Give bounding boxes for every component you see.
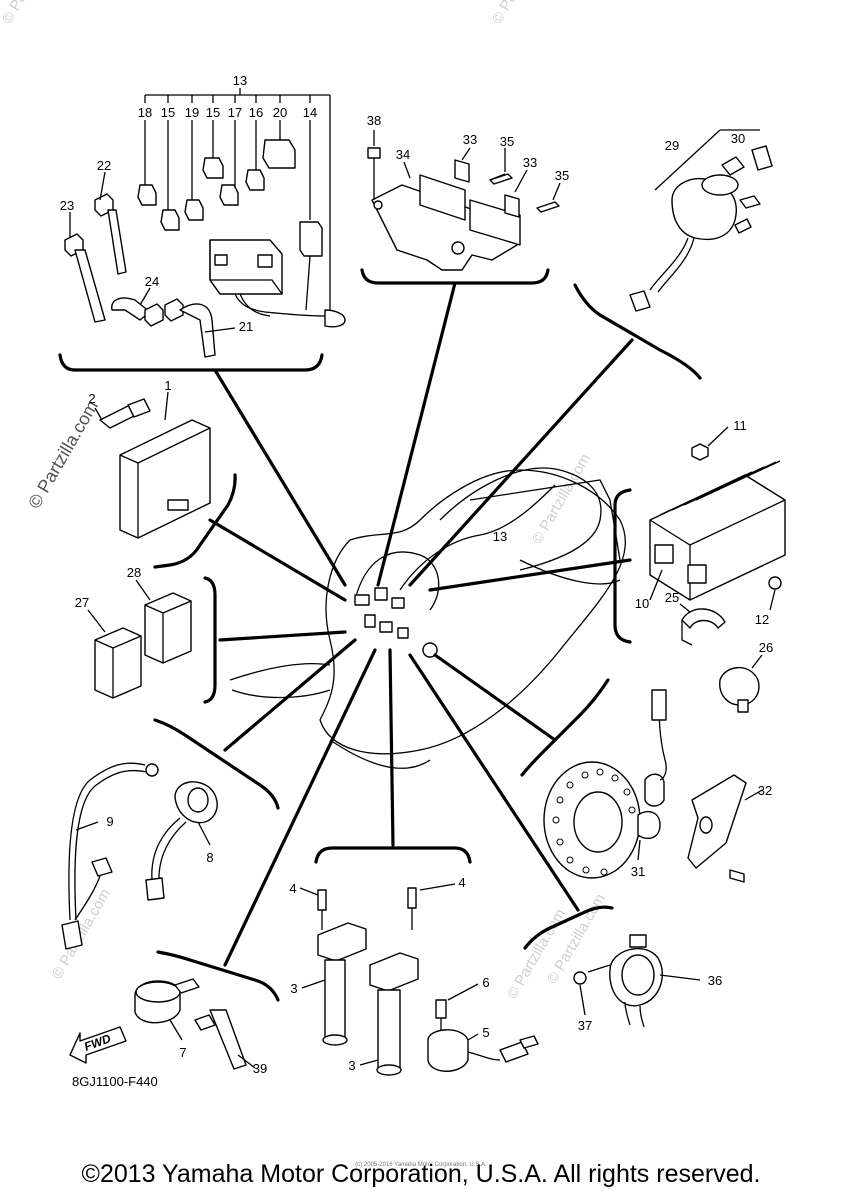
callout-26: 26 — [759, 640, 773, 655]
callout-15: 15 — [206, 105, 220, 120]
callout-2: 2 — [88, 391, 95, 406]
callout-34: 34 — [396, 147, 410, 162]
callout-39: 39 — [253, 1061, 267, 1076]
copyright-notice: ©2013 Yamaha Motor Corporation, U.S.A. A… — [81, 1160, 761, 1188]
callout-28: 28 — [127, 565, 141, 580]
callout-6: 6 — [482, 975, 489, 990]
callout-38: 38 — [367, 113, 381, 128]
callout-labels: 13 18 15 19 15 17 16 20 14 22 23 24 21 3… — [60, 73, 773, 1076]
callout-8: 8 — [206, 850, 213, 865]
callout-10: 10 — [635, 596, 649, 611]
callout-13: 13 — [493, 529, 507, 544]
callout-9: 9 — [106, 814, 113, 829]
group-36-37-sensor — [573, 934, 701, 1028]
watermark-text: © Partzilla.com — [529, 451, 594, 547]
watermark-group: © Partzilla.com © Partzilla.com © Partzi… — [0, 0, 609, 1002]
callout-29: 29 — [665, 138, 679, 153]
diagram-code: 8GJ1100-F440 — [72, 1074, 158, 1089]
callout-22: 22 — [97, 158, 111, 173]
callout-37: 37 — [578, 1018, 592, 1033]
bracket-curves — [58, 268, 702, 1002]
callout-7: 7 — [179, 1045, 186, 1060]
callout-32: 32 — [758, 783, 772, 798]
callout-33: 33 — [463, 132, 477, 147]
callout-12: 12 — [755, 612, 769, 627]
callout-21: 21 — [239, 319, 253, 334]
group-33-relays-bracket — [367, 130, 561, 271]
group-13-fuse-box — [64, 88, 346, 358]
group-7-39-switch — [134, 978, 256, 1070]
callout-33: 33 — [523, 155, 537, 170]
group-8-9-sensor-lead — [61, 762, 218, 950]
callout-20: 20 — [273, 105, 287, 120]
callout-30: 30 — [731, 131, 745, 146]
callout-31: 31 — [631, 864, 645, 879]
callout-19: 19 — [185, 105, 199, 120]
group-5-6-sensor — [427, 983, 539, 1072]
callout-5: 5 — [482, 1025, 489, 1040]
callout-36: 36 — [708, 973, 722, 988]
group-3-4-ignition-coils — [299, 883, 456, 1076]
callout-17: 17 — [228, 105, 242, 120]
callout-35: 35 — [555, 168, 569, 183]
callout-3: 3 — [348, 1058, 355, 1073]
callout-4: 4 — [458, 875, 465, 890]
watermark-text: © Partzilla.com — [0, 0, 64, 27]
group-10-rectifier — [649, 426, 786, 713]
callout-1: 1 — [164, 378, 171, 393]
micro-copyright: (c) 2005-2016 Yamaha Motor Corporation, … — [355, 1162, 487, 1168]
callout-14: 14 — [303, 105, 317, 120]
callout-18: 18 — [138, 105, 152, 120]
callout-13: 13 — [233, 73, 247, 88]
group-29-ignition-switch — [629, 129, 773, 312]
watermark-text: © Partzilla.com — [49, 886, 114, 982]
forward-arrow: FWD — [69, 1026, 127, 1064]
group-27-28-relays — [87, 579, 192, 699]
leader-lines — [208, 281, 634, 967]
callout-11: 11 — [733, 418, 747, 433]
callout-3: 3 — [290, 981, 297, 996]
callout-4: 4 — [289, 881, 296, 896]
group-31-32-pickup — [543, 689, 763, 883]
callout-15: 15 — [161, 105, 175, 120]
callout-25: 25 — [665, 590, 679, 605]
watermark-text: © Partzilla.com — [24, 397, 102, 512]
callout-23: 23 — [60, 198, 74, 213]
watermark-text: © Partzilla.com — [489, 0, 554, 27]
callout-35: 35 — [500, 134, 514, 149]
group-1-ecu — [94, 391, 211, 539]
callout-24: 24 — [145, 274, 159, 289]
callout-16: 16 — [249, 105, 263, 120]
chassis-sketch — [229, 467, 626, 769]
callout-27: 27 — [75, 595, 89, 610]
